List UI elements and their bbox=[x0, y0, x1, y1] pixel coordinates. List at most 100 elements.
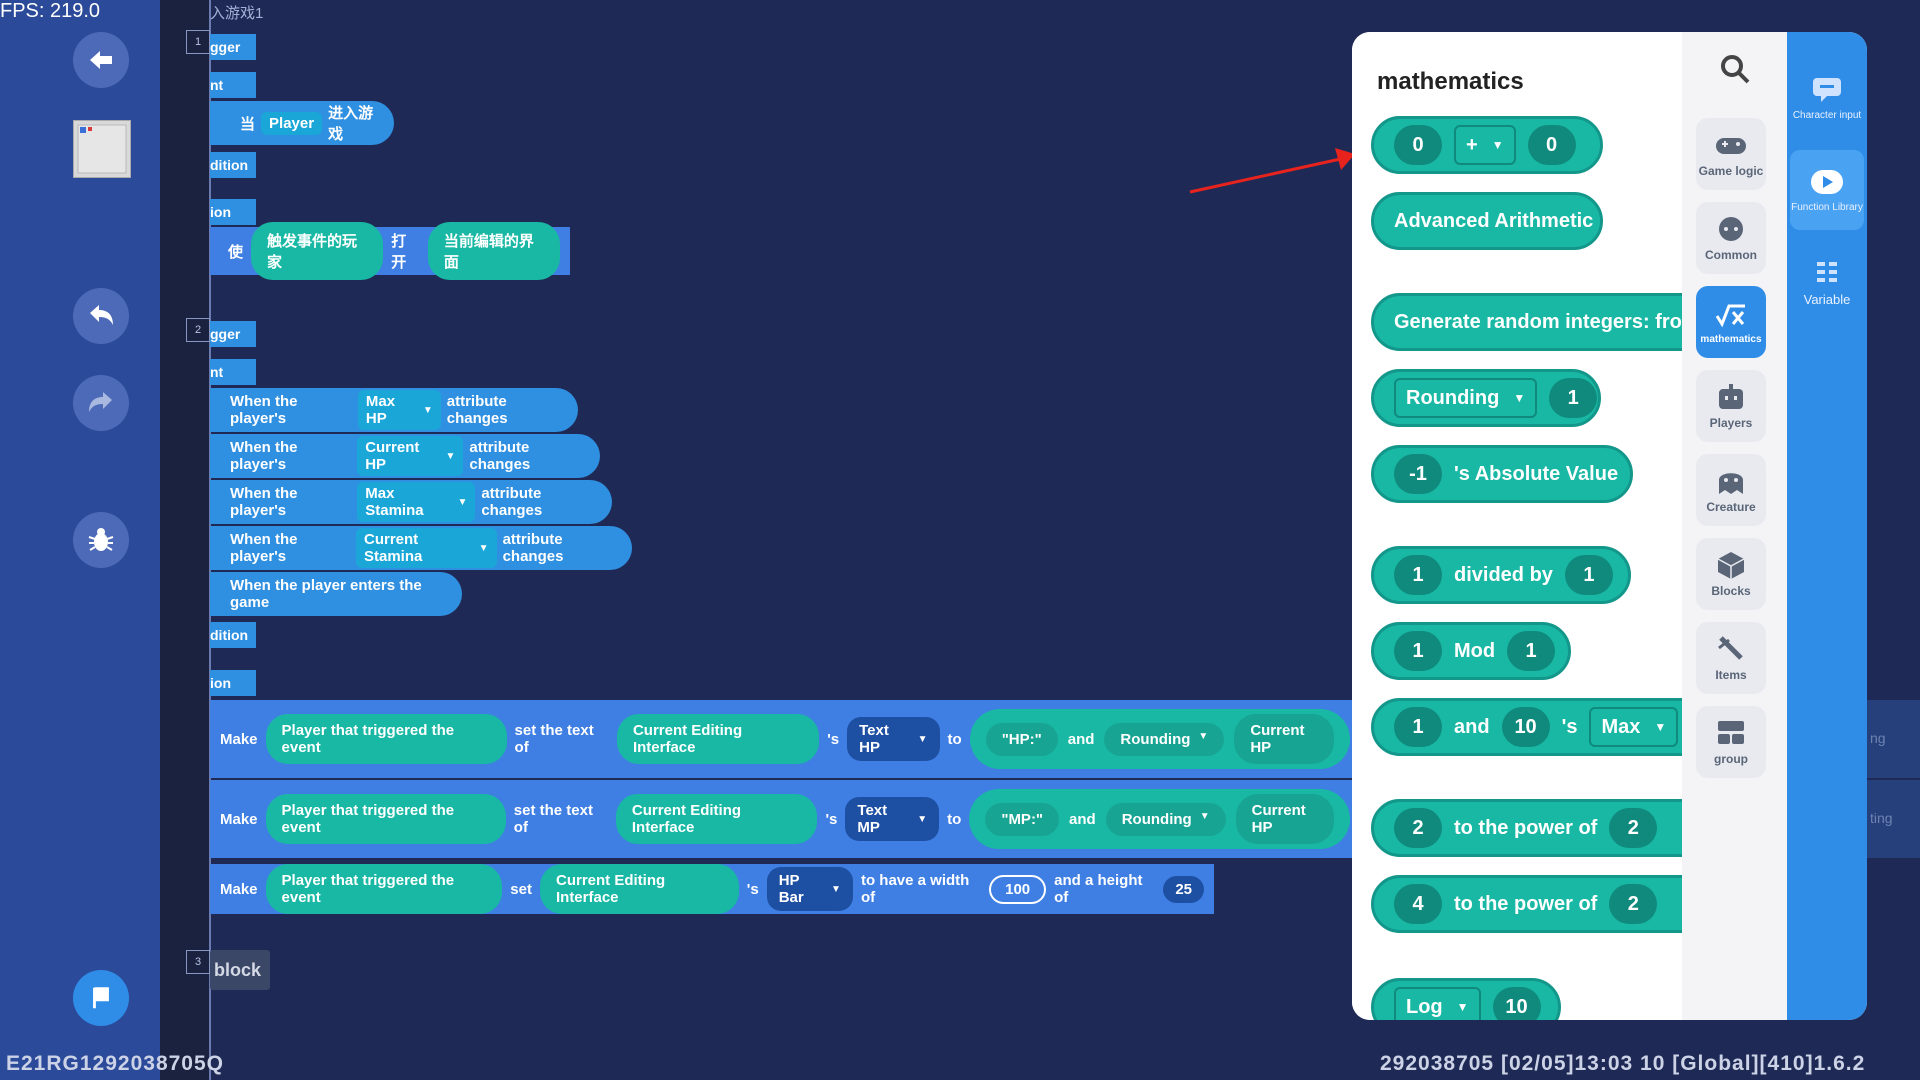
log-dropdown[interactable]: Log▼ bbox=[1394, 987, 1481, 1020]
category-creature[interactable]: Creature bbox=[1696, 454, 1766, 526]
divide-a[interactable]: 1 bbox=[1394, 555, 1442, 595]
string-chip[interactable]: "MP:" bbox=[985, 802, 1060, 836]
max-b[interactable]: 10 bbox=[1501, 707, 1550, 747]
condition-header-2[interactable]: dition bbox=[210, 622, 256, 648]
rounding-block[interactable]: Rounding▼ 1 bbox=[1371, 369, 1601, 427]
text-element-dropdown[interactable]: Text HP▼ bbox=[847, 717, 940, 761]
current-hp-chip[interactable]: Current HP bbox=[1235, 794, 1334, 844]
divide-b[interactable]: 1 bbox=[1564, 555, 1613, 595]
search-icon[interactable] bbox=[1718, 52, 1752, 86]
tab-character-input[interactable]: Character input bbox=[1790, 58, 1864, 138]
bar-dropdown[interactable]: HP Bar▼ bbox=[766, 867, 853, 911]
random-integer-block[interactable]: Generate random integers: fror bbox=[1371, 293, 1682, 351]
trigger-player-chip[interactable]: Player that triggered the event bbox=[265, 794, 506, 844]
event-block-current-stamina[interactable]: When the player's Current Stamina▼ attri… bbox=[210, 526, 632, 570]
power-exp[interactable]: 2 bbox=[1609, 884, 1658, 924]
width-input[interactable]: 100 bbox=[989, 874, 1047, 904]
event-block-max-hp[interactable]: When the player's Max HP▼ attribute chan… bbox=[210, 388, 578, 432]
rounding-dropdown[interactable]: Rounding▼ bbox=[1104, 722, 1225, 756]
event-block-max-stamina[interactable]: When the player's Max Stamina▼ attribute… bbox=[210, 480, 612, 524]
operand-b[interactable]: 0 bbox=[1527, 125, 1576, 165]
interface-chip[interactable]: Current Editing Interface bbox=[539, 864, 739, 914]
action-set-text-hp[interactable]: Make Player that triggered the event set… bbox=[210, 700, 1360, 778]
max-block[interactable]: 1 and 10 's Max▼ bbox=[1371, 698, 1682, 756]
redo-button[interactable] bbox=[73, 375, 129, 431]
event-block-enter-game[interactable]: 当 Player 进入游戏 bbox=[210, 101, 394, 145]
category-group[interactable]: group bbox=[1696, 706, 1766, 778]
max-dropdown[interactable]: Max▼ bbox=[1589, 707, 1679, 747]
category-blocks[interactable]: Blocks bbox=[1696, 538, 1766, 610]
divide-block[interactable]: 1 divided by 1 bbox=[1371, 546, 1631, 604]
group-number-3: 3 bbox=[186, 950, 210, 974]
operand-a[interactable]: 0 bbox=[1394, 125, 1442, 165]
rounding-dropdown[interactable]: Rounding▼ bbox=[1105, 802, 1226, 836]
arrow-left-icon bbox=[90, 51, 112, 69]
advanced-arithmetic-block[interactable]: Advanced Arithmetic bbox=[1371, 192, 1603, 250]
action-set-text-mp[interactable]: Make Player that triggered the event set… bbox=[210, 780, 1360, 858]
category-game-logic[interactable]: Game logic bbox=[1696, 118, 1766, 190]
event-header[interactable]: nt bbox=[210, 72, 256, 98]
trigger-header-2[interactable]: gger bbox=[210, 321, 256, 347]
back-button[interactable] bbox=[73, 32, 129, 88]
action-set-size[interactable]: Make Player that triggered the event set… bbox=[210, 864, 1214, 914]
level-thumbnail[interactable] bbox=[73, 120, 131, 178]
player-chip[interactable]: Player bbox=[261, 111, 323, 135]
undo-button[interactable] bbox=[73, 288, 129, 344]
interface-chip[interactable]: Current Editing Interface bbox=[615, 794, 818, 844]
trigger-player-chip[interactable]: Player that triggered the event bbox=[265, 714, 507, 764]
action-header[interactable]: ion bbox=[210, 199, 256, 225]
power-base[interactable]: 2 bbox=[1394, 808, 1442, 848]
run-button[interactable] bbox=[73, 970, 129, 1026]
event-block-current-hp[interactable]: When the player's Current HP▼ attribute … bbox=[210, 434, 600, 478]
arithmetic-block[interactable]: 0 +▼ 0 bbox=[1371, 116, 1603, 174]
abs-value[interactable]: -1 bbox=[1394, 454, 1442, 494]
category-items[interactable]: Items bbox=[1696, 622, 1766, 694]
log-block[interactable]: Log▼ 10 bbox=[1371, 978, 1561, 1020]
rounding-label: Rounding bbox=[1121, 810, 1192, 828]
mod-a[interactable]: 1 bbox=[1394, 631, 1442, 671]
mod-block[interactable]: 1 Mod 1 bbox=[1371, 622, 1571, 680]
string-label: "HP:" bbox=[1001, 730, 1042, 748]
attribute-dropdown[interactable]: Current HP▼ bbox=[357, 436, 464, 476]
category-mathematics[interactable]: mathematics bbox=[1696, 286, 1766, 358]
text-element-dropdown[interactable]: Text MP▼ bbox=[845, 797, 940, 841]
interface-chip[interactable]: Current Editing Interface bbox=[616, 714, 820, 764]
log-value[interactable]: 10 bbox=[1492, 987, 1541, 1020]
event-header-2[interactable]: nt bbox=[210, 359, 256, 385]
library-tabs: Character input Function Library Variabl… bbox=[1787, 32, 1867, 1020]
operator-dropdown[interactable]: +▼ bbox=[1454, 125, 1516, 165]
max-a[interactable]: 1 bbox=[1394, 707, 1442, 747]
absolute-value-block[interactable]: -1 's Absolute Value bbox=[1371, 445, 1633, 503]
power-block-2[interactable]: 4 to the power of 2 bbox=[1371, 875, 1682, 933]
condition-header[interactable]: dition bbox=[210, 152, 256, 178]
power-exp[interactable]: 2 bbox=[1609, 808, 1658, 848]
empty-block[interactable]: block bbox=[210, 950, 270, 990]
string-chip[interactable]: "HP:" bbox=[985, 722, 1058, 756]
trigger-player-chip[interactable]: 触发事件的玩家 bbox=[251, 222, 384, 280]
event-post: attribute changes bbox=[469, 439, 531, 473]
tab-function-library[interactable]: Function Library bbox=[1790, 150, 1864, 230]
action-header-2[interactable]: ion bbox=[210, 670, 256, 696]
mod-b[interactable]: 1 bbox=[1507, 631, 1556, 671]
height-input[interactable]: 25 bbox=[1163, 875, 1204, 903]
trigger-player-chip[interactable]: Player that triggered the event bbox=[265, 864, 503, 914]
current-hp-chip[interactable]: Current HP bbox=[1234, 714, 1335, 764]
rounding-value[interactable]: 1 bbox=[1549, 378, 1598, 418]
category-common[interactable]: Common bbox=[1696, 202, 1766, 274]
concat-block[interactable]: "MP:" and Rounding▼ Current HP bbox=[969, 789, 1350, 849]
attribute-dropdown[interactable]: Max Stamina▼ bbox=[357, 482, 476, 522]
event-block-enters-game[interactable]: When the player enters the game bbox=[210, 572, 462, 616]
attribute-dropdown[interactable]: Current Stamina▼ bbox=[356, 528, 497, 568]
action-open-interface[interactable]: 使 触发事件的玩家 打开 当前编辑的界面 bbox=[210, 222, 570, 280]
current-interface-chip[interactable]: 当前编辑的界面 bbox=[427, 222, 560, 280]
concat-block[interactable]: "HP:" and Rounding▼ Current HP bbox=[969, 709, 1351, 769]
power-block-1[interactable]: 2 to the power of 2 bbox=[1371, 799, 1682, 857]
debug-button[interactable] bbox=[73, 512, 129, 568]
trigger-header[interactable]: gger bbox=[210, 34, 256, 60]
tab-variable[interactable]: Variable bbox=[1790, 242, 1864, 322]
attribute-dropdown[interactable]: Max HP▼ bbox=[357, 390, 441, 430]
power-base[interactable]: 4 bbox=[1394, 884, 1442, 924]
rounding-dropdown[interactable]: Rounding▼ bbox=[1394, 378, 1538, 418]
list-icon bbox=[1817, 261, 1837, 282]
category-players[interactable]: Players bbox=[1696, 370, 1766, 442]
